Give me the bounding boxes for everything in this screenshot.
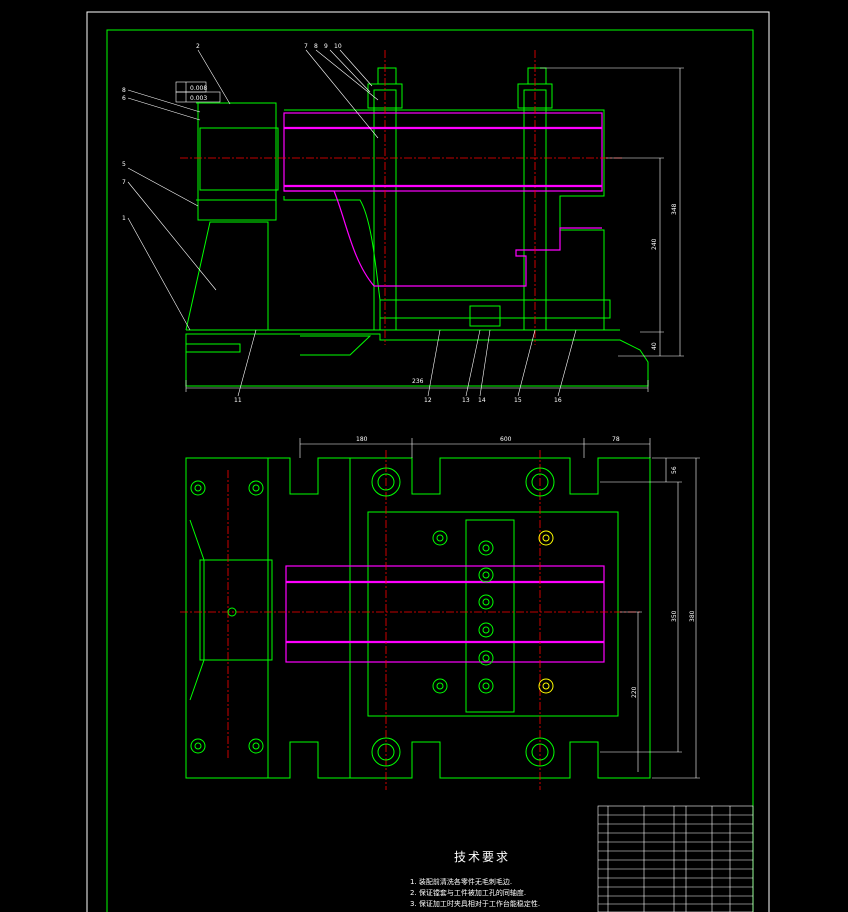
left-support <box>185 221 269 331</box>
front-view <box>185 67 649 387</box>
leader-label-11: 11 <box>234 397 242 404</box>
leader-label-top-9: 9 <box>324 43 328 50</box>
leader-label-14: 14 <box>478 397 486 404</box>
stud-hole <box>371 467 401 497</box>
dim-depth-inner: 350 <box>671 610 678 622</box>
plan-dimensions <box>299 438 700 779</box>
parts-list <box>597 805 754 912</box>
front-workpiece <box>283 112 603 287</box>
leader-label-2: 2 <box>196 43 200 50</box>
base-section-hatch <box>186 335 372 356</box>
dim-height-mid: 240 <box>651 238 658 250</box>
leader-label-13: 13 <box>462 397 470 404</box>
right-frame <box>283 109 605 330</box>
stud-hole <box>525 467 555 497</box>
dim-depth-partial: 220 <box>631 686 638 698</box>
dim-plan-mid: 600 <box>500 436 512 443</box>
clamp-plate-plan <box>367 511 619 717</box>
bolt-hole <box>190 738 206 754</box>
plan-magenta-lines <box>286 580 604 644</box>
stud-top-left <box>377 67 397 85</box>
front-dimensions <box>185 67 684 392</box>
dowel-hole <box>538 530 554 546</box>
pin-hole <box>227 607 237 617</box>
inner-border <box>106 29 754 912</box>
leader-lines <box>127 49 577 397</box>
clamp-hole <box>432 530 448 546</box>
left-support-taper <box>189 519 205 701</box>
dim-height-total: 348 <box>671 203 678 215</box>
center-strip-plan <box>465 519 515 713</box>
dim-height-base: 40 <box>651 342 658 350</box>
tech-requirement-item: 3. 保证加工时夹具相对于工作台能稳定性. <box>410 900 541 908</box>
stud-top-right <box>527 67 547 85</box>
front-centerlines <box>180 50 622 345</box>
bushing-flange <box>196 102 277 216</box>
dowel-hole <box>538 678 554 694</box>
tolerance-row1: 0.008 <box>190 85 207 92</box>
bushing-plan <box>199 559 273 661</box>
tech-requirement-item: 1. 装配前清洗各零件无毛刺毛边. <box>410 878 513 886</box>
dim-plan-slot: 56 <box>671 466 678 474</box>
bore-bushing <box>199 127 279 191</box>
leader-label-6: 6 <box>122 95 126 102</box>
bolt-hole <box>248 738 264 754</box>
leader-label-top-8: 8 <box>314 43 318 50</box>
dim-depth-total: 380 <box>689 610 696 622</box>
tolerance-frame <box>175 81 221 103</box>
strip-hole <box>478 622 494 638</box>
bolt-hole <box>248 480 264 496</box>
leader-label-1: 1 <box>122 215 126 222</box>
strip-hole <box>478 594 494 610</box>
leader-label-8: 8 <box>122 87 126 94</box>
strip-hole <box>478 650 494 666</box>
workpiece-top <box>283 112 603 192</box>
leader-label-top-7: 7 <box>304 43 308 50</box>
outer-border <box>86 11 770 912</box>
dim-plan-left: 180 <box>356 436 368 443</box>
leader-label-12: 12 <box>424 397 432 404</box>
tolerance-row2: 0.003 <box>190 95 207 102</box>
strip-hole <box>478 567 494 583</box>
tech-requirements: 技术要求 1. 装配前清洗各零件无毛刺毛边. 2. 保证镗套与工件被加工孔的同轴… <box>410 848 540 910</box>
workpiece-body <box>284 190 602 287</box>
plan-view <box>185 457 651 779</box>
locator-block <box>469 305 501 327</box>
leader-label-top-10: 10 <box>334 43 342 50</box>
front-magenta-lines <box>284 126 602 188</box>
leader-label-15: 15 <box>514 397 522 404</box>
bolt-hole <box>190 480 206 496</box>
stud-hole <box>371 737 401 767</box>
plan-centerlines <box>180 450 640 790</box>
tech-requirement-item: 2. 保证镗套与工件被加工孔的同轴度. <box>410 889 527 897</box>
left-support-plan <box>185 457 269 779</box>
base-plate <box>185 333 649 387</box>
plan-holes <box>190 467 555 767</box>
clamp-bar <box>379 299 611 319</box>
leader-label-7: 7 <box>122 179 126 186</box>
strip-hole <box>478 678 494 694</box>
dim-plan-right: 78 <box>612 436 620 443</box>
plan-workpiece <box>285 565 605 663</box>
bore-housing <box>197 102 277 221</box>
stud-hole <box>525 737 555 767</box>
plan-base <box>185 457 651 779</box>
dim-top-width: 236 <box>412 378 424 385</box>
leader-label-16: 16 <box>554 397 562 404</box>
clamp-hole <box>432 678 448 694</box>
leader-label-5: 5 <box>122 161 126 168</box>
strip-hole <box>478 540 494 556</box>
tech-requirements-title: 技术要求 <box>454 850 511 864</box>
